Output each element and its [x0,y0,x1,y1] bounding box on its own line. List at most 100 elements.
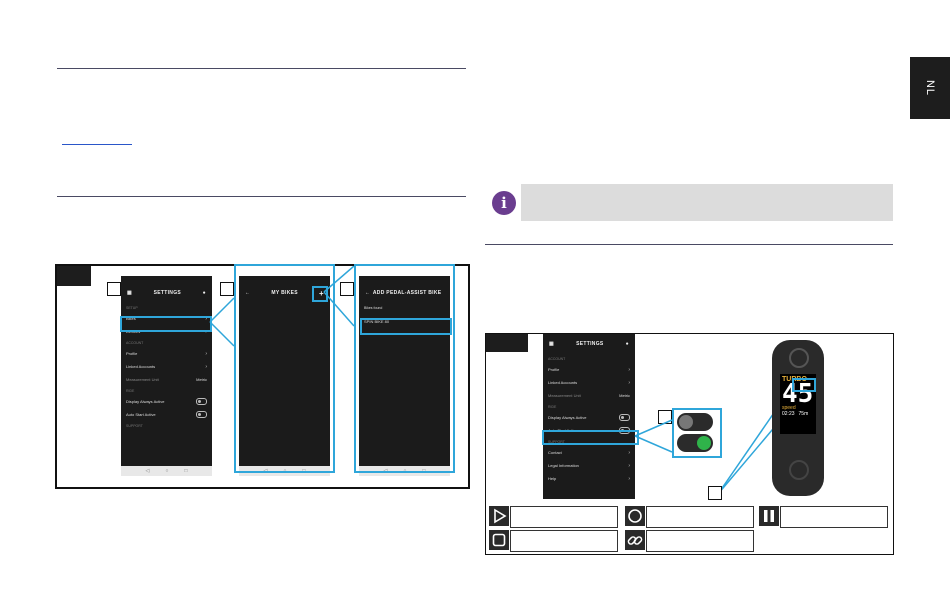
language-tab: NL [910,57,950,119]
figure-left: ▦ SETTINGS ● SETUP Bikes› Devices› ACCOU… [55,264,470,489]
info-box: i [487,184,893,221]
row-label: Profile [548,367,560,372]
grid-icon[interactable]: ▦ [549,341,555,347]
row-measurement[interactable]: Measurement Unit Metric [543,389,635,402]
hyperlink[interactable] [62,138,132,145]
row-label: Linked Accounts [548,380,578,385]
step-marker-1 [107,282,121,296]
figure-left-tag [57,266,91,286]
step-marker-3 [340,282,354,296]
row-label: Linked Accounts [126,364,156,369]
grid-icon[interactable]: ▦ [127,290,133,296]
section-rule-top-left [57,68,466,69]
tracker-value: 45 [782,379,814,409]
back-icon[interactable]: ◁ [145,468,150,474]
home-icon[interactable]: ○ [165,468,169,474]
tracker-screen: TURBO 45 speed 02:23 75m [780,374,816,434]
toggle[interactable] [196,398,207,405]
screen-title: SETTINGS [576,341,604,347]
step-marker-2 [220,282,234,296]
screen-title: ADD PEDAL-ASSIST BIKE [372,290,442,296]
section-rule-mid-left [57,196,466,197]
row-help[interactable]: Help› [548,475,630,482]
recents-icon[interactable]: □ [184,468,188,474]
row-label: Legal Information [548,463,579,468]
section-setup: SETUP [126,305,138,310]
highlight-bike-item [360,318,452,335]
row-value: Metric [196,377,207,382]
figure-right: ▦ SETTINGS ● ACCOUNT Profile› Linked Acc… [485,333,894,555]
row-legal[interactable]: Legal Information› [548,462,630,469]
back-arrow-icon[interactable]: ← [245,290,251,296]
row-profile[interactable]: Profile› [126,350,207,357]
row-label: Profile [126,351,138,356]
row-label: Measurement Unit [126,377,159,382]
bike-name: SPIN BIKE 80 [364,319,390,324]
play-icon [489,506,509,526]
stop-icon [489,530,509,550]
language-tab-label: NL [924,79,936,97]
screen-title: SETTINGS [153,290,182,296]
screen-title: MY BIKES [271,290,298,296]
circle-icon [625,506,645,526]
legend-field-play [510,506,618,528]
highlight-phone-3 [354,264,455,473]
legend-field-circle [646,506,754,528]
phone-settings: ▦ SETTINGS ● SETUP Bikes› Devices› ACCOU… [121,276,212,476]
bike-list-item[interactable]: SPIN BIKE 80 [359,315,450,328]
section-account: ACCOUNT [126,340,144,345]
row-linked[interactable]: Linked Accounts› [126,363,207,370]
legend-field-pause [780,506,888,528]
section-support: SUPPORT [126,423,143,428]
step-marker-b [708,486,722,500]
toggle-on-example [677,434,713,452]
info-icon: i [487,184,521,221]
back-arrow-icon[interactable]: ← [365,290,371,296]
section-ride: RIDE [126,388,135,393]
highlight-tracker-indicator [792,378,816,392]
row-label: Measurement Unit [548,393,581,398]
link-icon [625,530,645,550]
row-measurement[interactable]: Measurement Unit Metric [121,373,212,386]
found-label: Bikes found [364,305,383,310]
legend-field-link [646,530,754,552]
row-bikes[interactable]: Bikes› [126,315,207,322]
row-label: Help [548,476,557,481]
tracker-unit: speed [782,405,796,411]
add-icon[interactable]: + [319,288,324,298]
row-label: Display Always Active [548,415,587,420]
row-profile[interactable]: Profile› [548,366,630,373]
figure-right-tag [486,334,528,352]
highlight-add [312,286,328,302]
row-contact[interactable]: Contact› [548,449,630,456]
connector-lines [209,266,355,347]
row-display-active[interactable]: Display Always Active [543,411,635,424]
android-navbar: ◁ ○ □ [121,466,212,476]
tracker-top-button-icon [789,348,809,368]
section-rule-right [485,244,893,245]
tracker-bottom-button-icon [789,460,809,480]
help-icon[interactable]: ● [625,341,629,347]
highlight-phone-2 [234,264,335,473]
row-label: Contact [548,450,562,455]
toggle-off-example [677,413,713,431]
row-value: Metric [619,393,630,398]
fitness-tracker: TURBO 45 speed 02:23 75m [772,340,824,496]
pause-icon [759,506,779,526]
row-label: Bikes [126,316,136,321]
row-linked[interactable]: Linked Accounts› [548,379,630,386]
toggle[interactable] [196,411,207,418]
tracker-time: 02:23 [782,411,795,417]
phone-settings-2: ▦ SETTINGS ● ACCOUNT Profile› Linked Acc… [543,334,635,499]
row-auto-start[interactable]: Auto Start Active [121,408,212,421]
tracker-extra: 75m [798,411,809,417]
row-label: Display Always Active [126,399,165,404]
help-icon[interactable]: ● [202,290,206,296]
row-display-active[interactable]: Display Always Active [121,395,212,408]
legend-field-stop [510,530,618,552]
section-account: ACCOUNT [548,356,566,361]
section-support: SUPPORT [548,439,565,444]
row-label: Auto Start Active [126,412,156,417]
toggle[interactable] [619,414,630,421]
section-ride: RIDE [548,404,557,409]
